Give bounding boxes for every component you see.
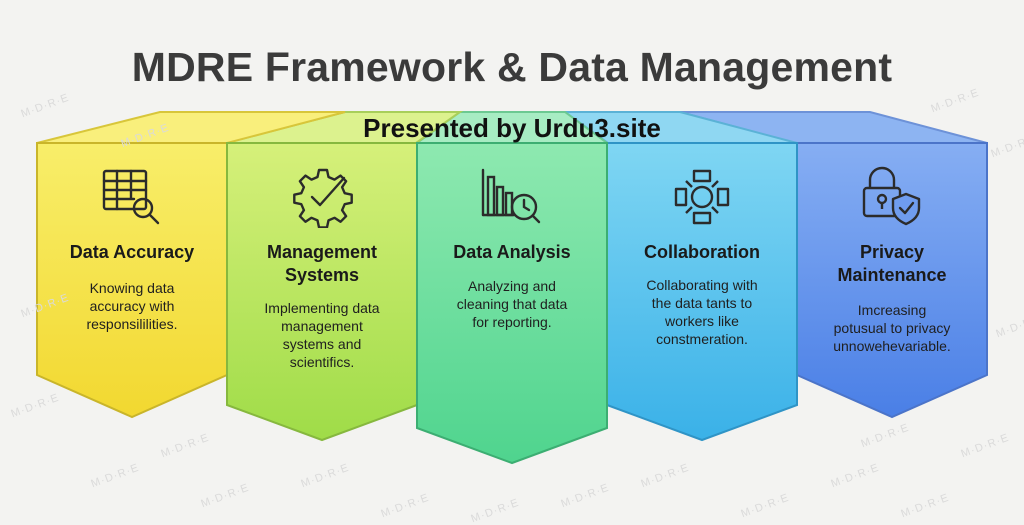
panel-2 bbox=[226, 142, 418, 442]
lock-shield-icon bbox=[860, 166, 924, 226]
panel-2-title: Management Systems bbox=[266, 242, 378, 285]
gear-check-icon bbox=[292, 166, 354, 228]
panel-3-title: Data Analysis bbox=[453, 242, 571, 262]
table-magnifier-icon bbox=[101, 168, 163, 226]
panel-3-text: Data Analysis Analyzing and cleaning tha… bbox=[420, 241, 604, 331]
hands-collaboration-icon bbox=[672, 167, 732, 227]
panel-4-text: Collaboration Collaborating with the dat… bbox=[610, 241, 794, 348]
panel-1-text: Data Accuracy Knowing data accuracy with… bbox=[40, 241, 224, 333]
panel-1 bbox=[36, 142, 228, 419]
page-title: MDRE Framework & Data Management bbox=[131, 44, 893, 90]
panel-1-title: Data Accuracy bbox=[69, 242, 195, 262]
panel-4-title: Collaboration bbox=[644, 242, 760, 262]
panel-3 bbox=[416, 142, 608, 465]
panel-5-desc: Imcreasing potusual to privacy unnowehev… bbox=[833, 302, 951, 354]
panel-2-text: Management Systems Implementing data man… bbox=[230, 241, 414, 371]
subtitle: Presented by Urdu3.site bbox=[363, 113, 661, 143]
panel-5-text: Privacy Maintenance Imcreasing potusual … bbox=[800, 241, 984, 355]
panel-2-desc: Implementing data management systems and… bbox=[264, 300, 380, 370]
panel-4-desc: Collaborating with the data tants to wor… bbox=[646, 277, 758, 347]
bar-chart-clock-icon bbox=[480, 167, 542, 227]
panel-3-desc: Analyzing and cleaning that data for rep… bbox=[456, 278, 568, 330]
panel-5-title: Privacy Maintenance bbox=[837, 242, 947, 285]
panel-1-desc: Knowing data accuracy with responsililit… bbox=[86, 280, 178, 332]
